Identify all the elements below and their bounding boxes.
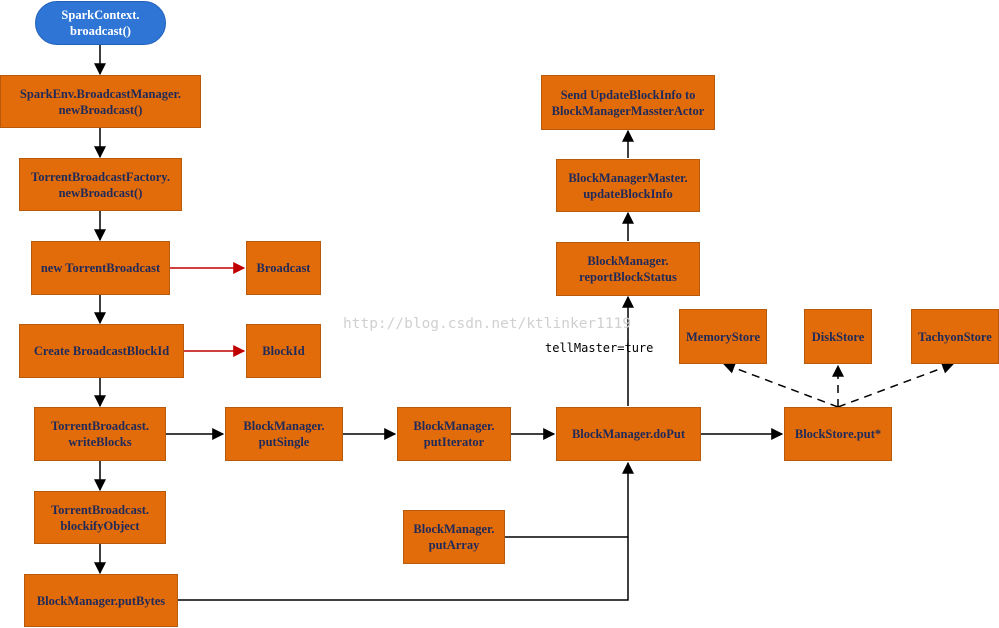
tell-master-label: tellMaster=ture <box>545 341 654 355</box>
node-do-put: BlockManager.doPut <box>556 407 701 461</box>
node-blockid: BlockId <box>246 324 321 378</box>
node-blockstore-put: BlockStore.put* <box>784 407 892 461</box>
node-broadcast: Broadcast <box>246 241 321 295</box>
node-blockify: TorrentBroadcast. blockifyObject <box>34 491 166 544</box>
node-put-iterator: BlockManager. putIterator <box>397 407 511 461</box>
edge-blockstore-to-memorystore <box>722 362 839 408</box>
node-put-bytes: BlockManager.putBytes <box>24 574 178 627</box>
node-put-single: BlockManager. putSingle <box>225 407 343 461</box>
node-send-update: Send UpdateBlockInfo to BlockManagerMass… <box>541 75 715 130</box>
node-report-status: BlockManager. reportBlockStatus <box>556 242 700 296</box>
node-disk-store: DiskStore <box>804 309 872 364</box>
node-update-info: BlockManagerMaster. updateBlockInfo <box>556 159 700 212</box>
node-new-torrent: new TorrentBroadcast <box>31 241 170 295</box>
edge-putbytes-to-doput <box>178 461 634 601</box>
node-spark-env: SparkEnv.BroadcastManager. newBroadcast(… <box>0 75 201 128</box>
node-tachyon-store: TachyonStore <box>911 309 999 364</box>
edge-blockstore-to-tachyonstore <box>837 362 955 408</box>
node-spark-context: SparkContext. broadcast() <box>35 1 166 45</box>
watermark-text: http://blog.csdn.net/ktlinker1119 <box>343 316 632 332</box>
node-put-array: BlockManager. putArray <box>403 510 505 564</box>
node-write-blocks: TorrentBroadcast. writeBlocks <box>34 407 166 461</box>
node-torrent-factory: TorrentBroadcastFactory. newBroadcast() <box>19 158 182 211</box>
node-create-blockid: Create BroadcastBlockId <box>19 324 184 378</box>
node-memory-store: MemoryStore <box>679 309 767 364</box>
